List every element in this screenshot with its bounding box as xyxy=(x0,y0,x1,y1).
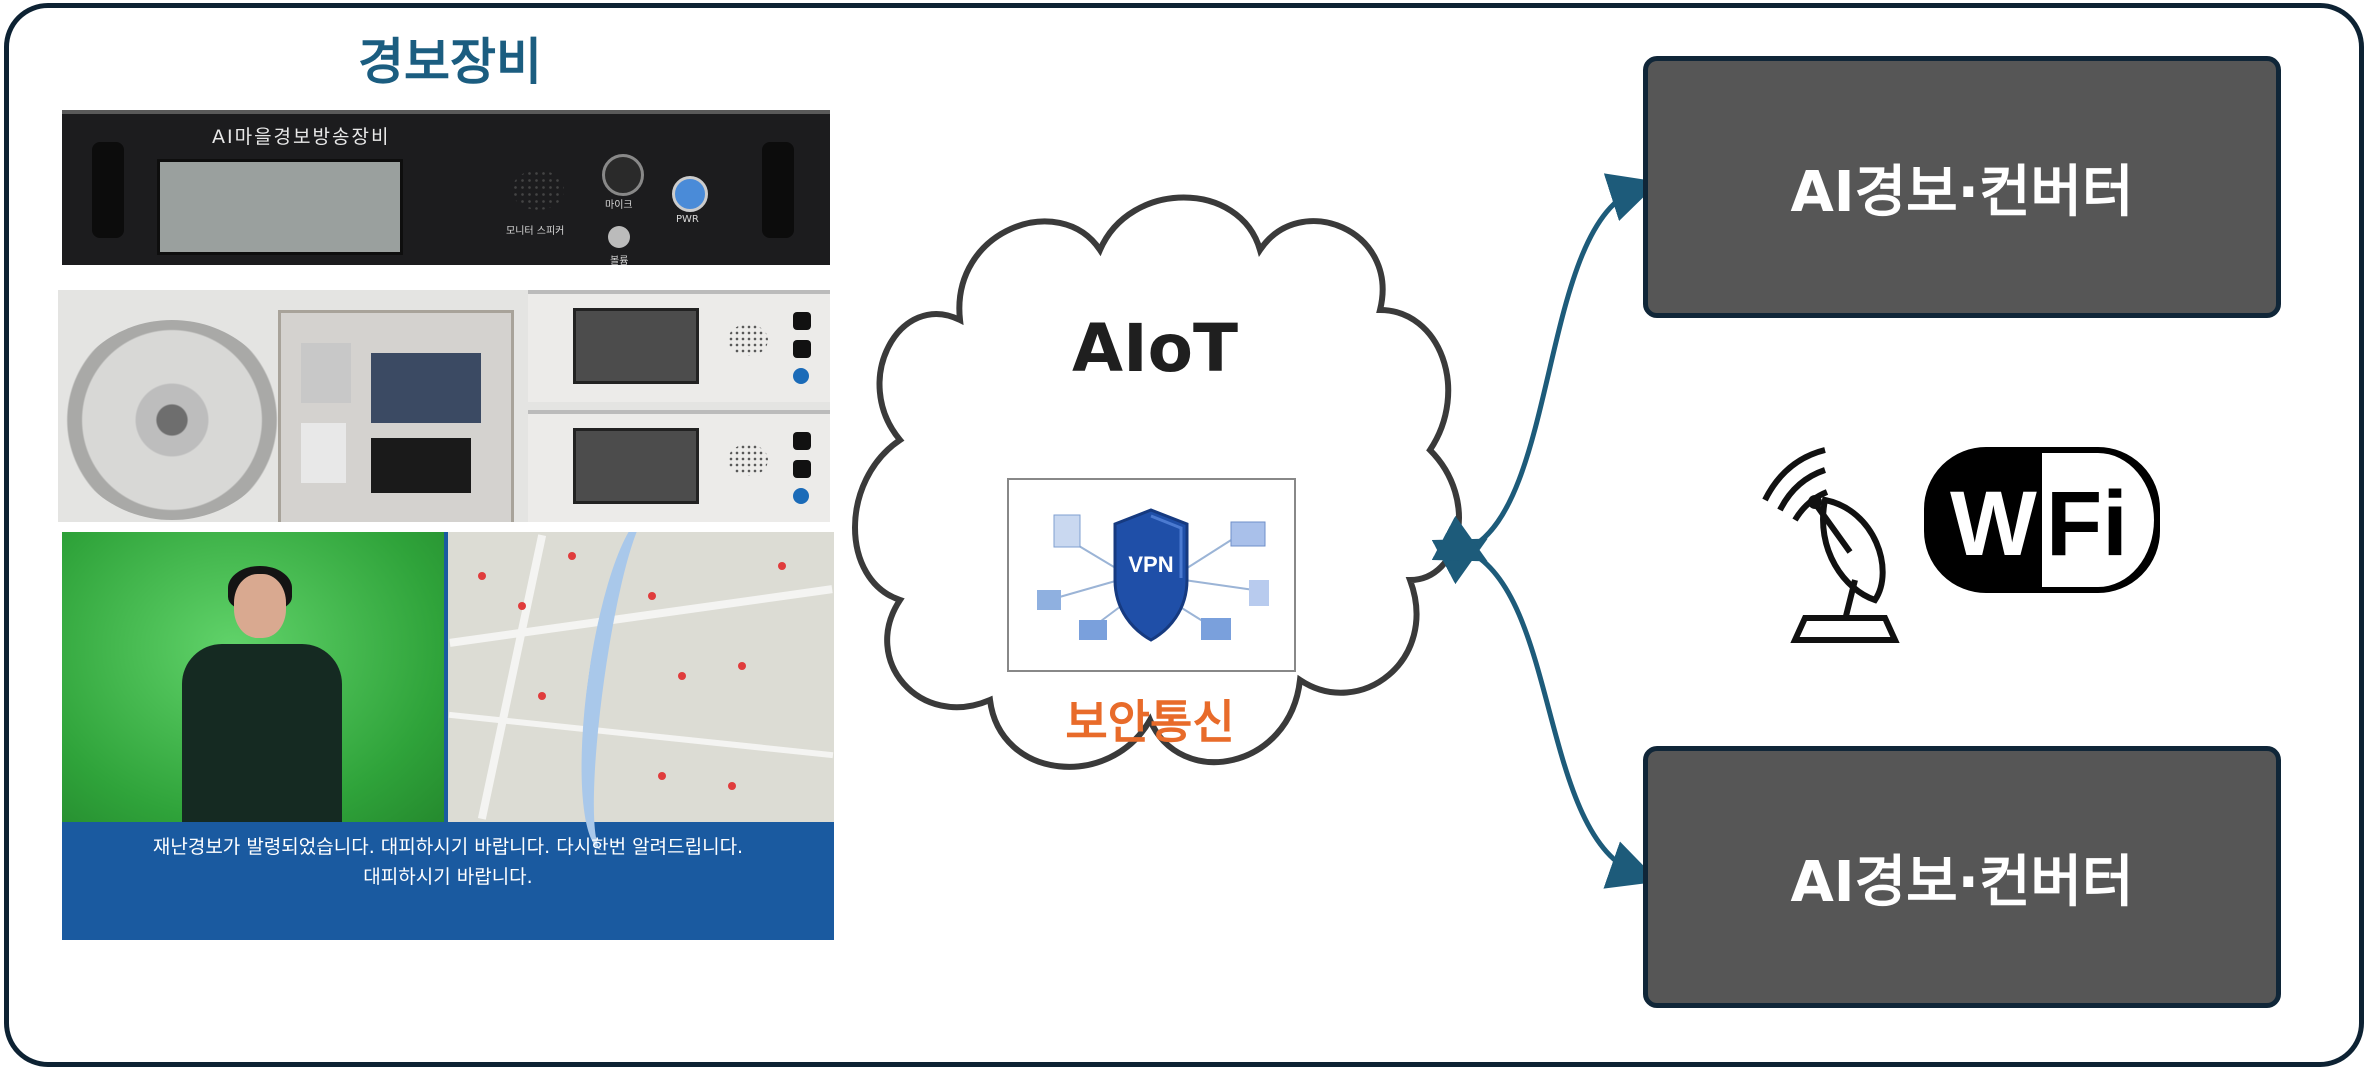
panel-handle-left xyxy=(92,142,124,238)
interpreter-body xyxy=(182,644,342,822)
equipment-photo xyxy=(58,290,830,522)
interpreter-head xyxy=(234,574,286,638)
secure-communication-label: 보안통신 xyxy=(1065,695,1235,749)
rack-unit-2 xyxy=(528,410,830,522)
sign-language-view xyxy=(62,532,444,822)
speaker-label: 모니터 스피커 xyxy=(506,226,565,237)
horn-speaker xyxy=(62,320,282,520)
pwr-label: PWR xyxy=(676,214,699,225)
vpn-text: VPN xyxy=(1128,552,1173,577)
rack-unit-1 xyxy=(528,290,830,402)
arrow-to-top-converter xyxy=(1431,173,1660,585)
volume-knob xyxy=(608,226,630,248)
arrow-to-bottom-converter xyxy=(1431,515,1659,889)
panel-handle-right xyxy=(762,142,794,238)
broadcast-caption: 재난경보가 발령되었습니다. 대피하시기 바랍니다. 다시한번 알려드립니다. … xyxy=(62,832,834,892)
ai-converter-top: AI경보·컨버터 xyxy=(1643,56,2281,318)
satellite-dish-icon xyxy=(1762,447,1900,643)
caption-line-2: 대피하시기 바랍니다. xyxy=(363,866,533,888)
caption-line-1: 재난경보가 발령되었습니다. 대피하시기 바랍니다. 다시한번 알려드립니다. xyxy=(152,836,744,858)
device-panel-photo: AI마을경보방송장비 모니터 스피커 마이크 볼륨 PWR xyxy=(62,110,830,267)
wifi-logo: Wi Fi xyxy=(1924,447,2160,593)
aiot-label: AIoT xyxy=(1072,310,1238,387)
ai-converter-bottom: AI경보·컨버터 xyxy=(1643,746,2281,1008)
svg-text:Wi: Wi xyxy=(1950,473,2062,575)
vpn-illustration: VPN xyxy=(1007,478,1296,672)
volume-label: 볼륨 xyxy=(610,256,629,267)
equipment-title: 경보장비 xyxy=(358,33,542,91)
speaker-grill xyxy=(512,170,564,210)
broadcast-screen-photo: 재난경보가 발령되었습니다. 대피하시기 바랍니다. 다시한번 알려드립니다. … xyxy=(62,532,834,940)
mic-jack xyxy=(602,154,644,196)
panel-screen xyxy=(157,159,403,255)
vpn-shield-icon: VPN xyxy=(1037,508,1269,642)
map-view xyxy=(448,532,834,856)
mic-label: 마이크 xyxy=(605,200,633,211)
power-button xyxy=(672,176,708,212)
control-cabinet xyxy=(278,310,514,522)
svg-text:Fi: Fi xyxy=(2046,473,2128,575)
device-panel-title: AI마을경보방송장비 xyxy=(212,126,391,148)
